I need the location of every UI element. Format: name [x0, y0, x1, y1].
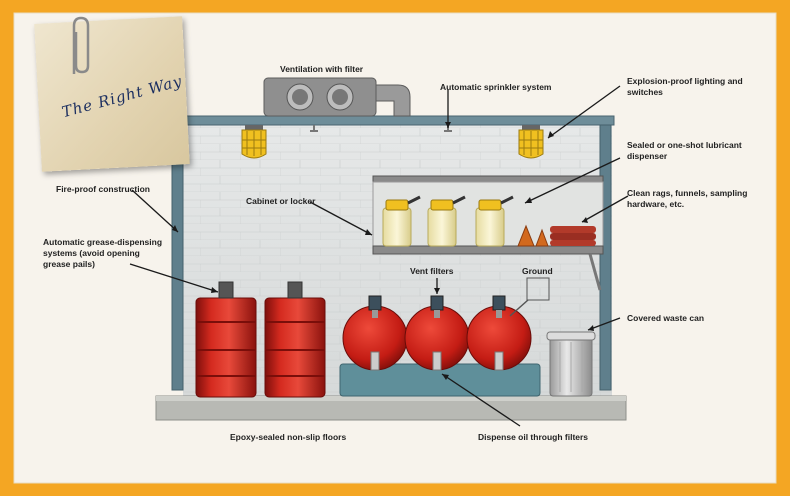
- paperclip-icon: [72, 16, 90, 74]
- label-sprinkler: Automatic sprinkler system: [440, 82, 552, 92]
- label-floors: Epoxy-sealed non-slip floors: [230, 432, 347, 442]
- explosion-proof-lamp-icon: [241, 125, 267, 159]
- lubricant-jug: [427, 195, 466, 247]
- ventilation-fan-icon: [263, 77, 411, 117]
- leader-lighting: [547, 85, 621, 139]
- label-waste-can: Covered waste can: [627, 313, 705, 323]
- waste-can: [546, 331, 596, 397]
- rags: [550, 226, 596, 246]
- leader-lubricant: [524, 157, 621, 204]
- leader-grease: [129, 263, 219, 293]
- oil-tank: [466, 295, 532, 371]
- sticky-note: The Right Way: [34, 16, 190, 172]
- oil-tank: [342, 295, 408, 371]
- roof-beam: [181, 115, 615, 126]
- arrowheads: [172, 122, 594, 380]
- leader-dispense: [441, 373, 521, 427]
- grease-drum: [264, 281, 326, 398]
- label-ventilation: Ventilation with filter: [280, 64, 364, 74]
- label-clean-rags: Clean rags, funnels, sampling hardware, …: [627, 188, 748, 209]
- label-ground: Ground: [522, 266, 553, 276]
- label-vent-filters: Vent filters: [410, 266, 454, 276]
- grease-drum: [195, 281, 257, 398]
- label-cabinet: Cabinet or locker: [246, 196, 316, 206]
- leader-lines: [129, 85, 629, 427]
- leader-fireproof: [131, 189, 179, 233]
- right-column: [599, 124, 612, 391]
- label-grease: Automatic grease-dispensing systems (avo…: [43, 237, 163, 269]
- label-lubricant-dispenser: Sealed or one-shot lubricant dispenser: [627, 140, 742, 161]
- label-lighting: Explosion-proof lighting and switches: [627, 76, 743, 97]
- lubricant-jug: [382, 195, 421, 247]
- leader-rags: [581, 195, 629, 223]
- label-fireproof: Fire-proof construction: [56, 184, 150, 194]
- oil-tank: [404, 295, 470, 371]
- explosion-proof-lamp-icon: [518, 125, 544, 159]
- label-dispense: Dispense oil through filters: [478, 432, 589, 442]
- ground-symbol-icon: [509, 277, 550, 317]
- floor-surface: [156, 396, 626, 401]
- funnel: [517, 224, 549, 247]
- leader-cabinet: [309, 201, 373, 236]
- lubricant-jug: [475, 195, 514, 247]
